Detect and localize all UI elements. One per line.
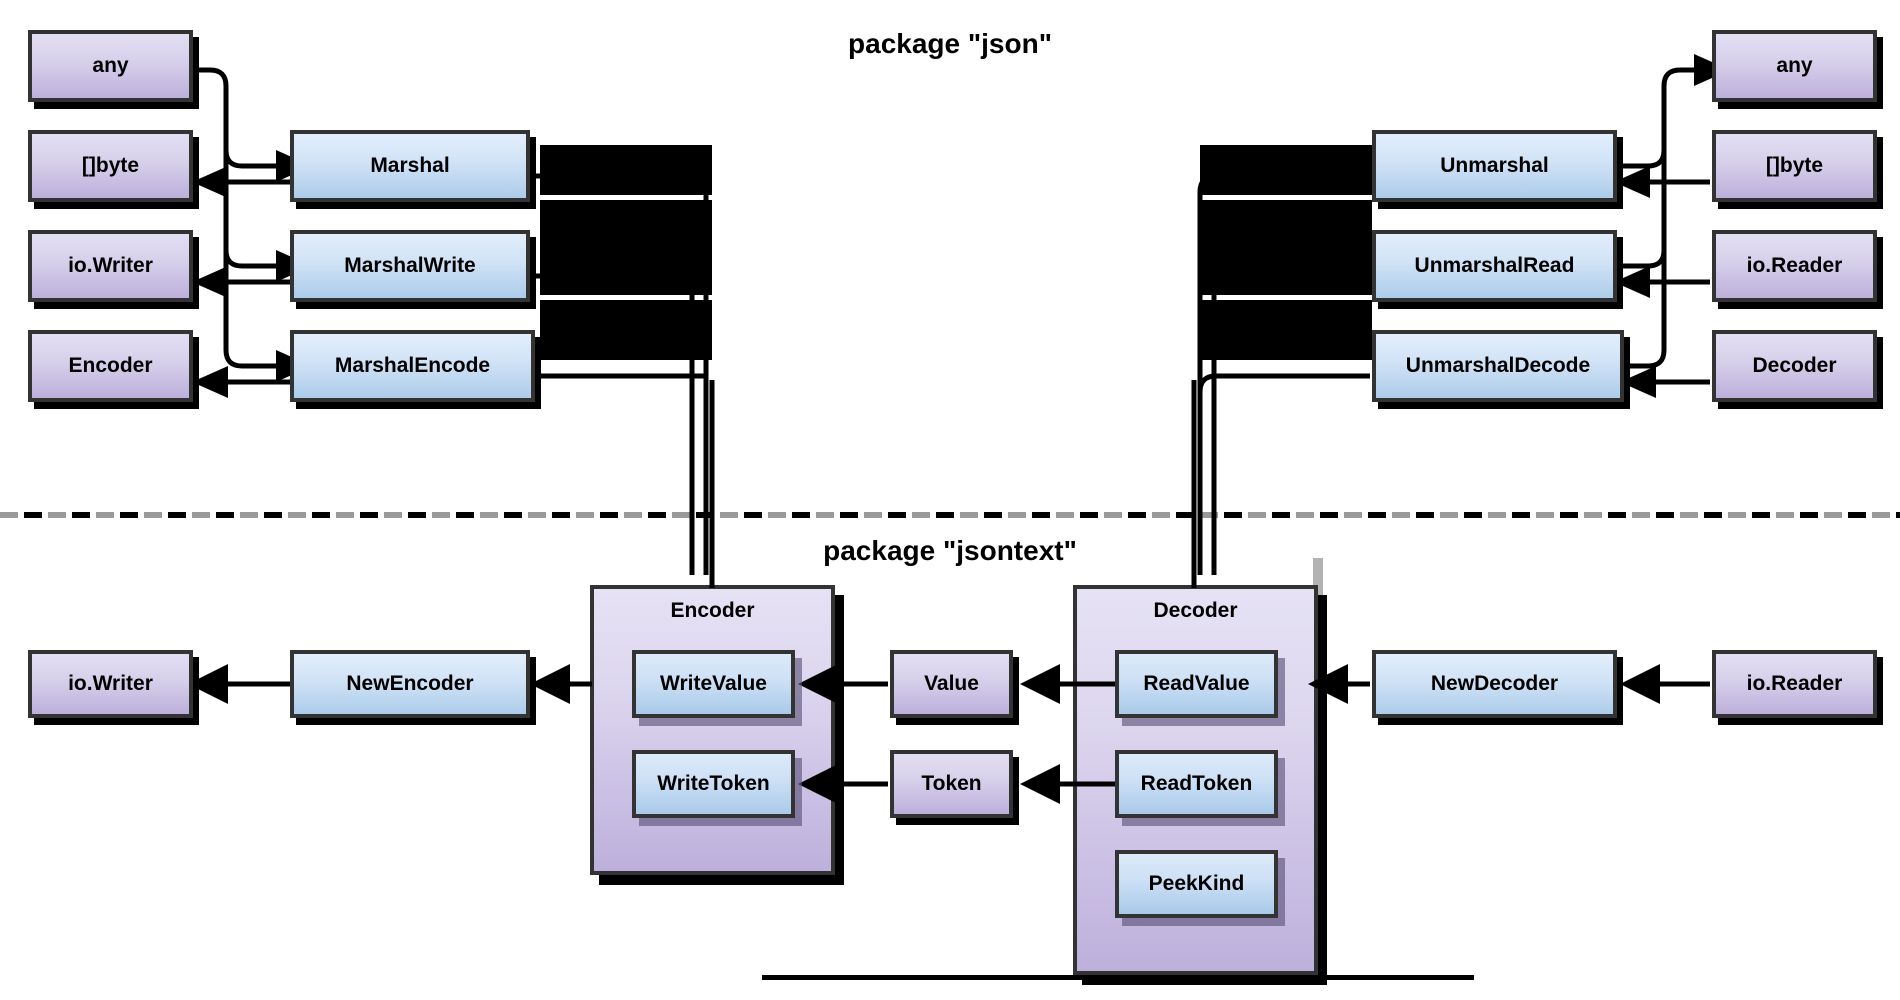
package-divider (0, 512, 1900, 518)
package-title-json: package "json" (848, 28, 1052, 59)
node-writetoken[interactable]: WriteToken (632, 750, 795, 818)
package-title-jsontext: package "jsontext" (823, 535, 1077, 566)
node-iowriter-bottom-left[interactable]: io.Writer (28, 650, 193, 718)
node-decoder-type-right[interactable]: Decoder (1712, 330, 1877, 402)
node-label: []byte (81, 154, 140, 177)
node-marshal[interactable]: Marshal (290, 130, 530, 202)
group-encoder[interactable]: Encoder (590, 585, 835, 875)
node-unmarshaldecode[interactable]: UnmarshalDecode (1372, 330, 1624, 402)
edge-any-to-marshalencode (223, 86, 276, 369)
node-label: WriteToken (657, 772, 770, 795)
node-iowriter-top-left[interactable]: io.Writer (28, 230, 193, 302)
node-any-right[interactable]: any (1712, 30, 1877, 102)
edge-unmarshal-to-any (1621, 67, 1694, 169)
node-label: PeekKind (1148, 872, 1245, 895)
arrowhead (1020, 764, 1060, 804)
node-label: any (1776, 54, 1813, 77)
node-label: io.Reader (1746, 672, 1843, 695)
node-bytes-left[interactable]: []byte (28, 130, 193, 202)
node-label: Unmarshal (1440, 154, 1549, 177)
node-label: ReadValue (1143, 672, 1250, 695)
node-label: NewDecoder (1430, 672, 1559, 695)
edge-any-to-marshalwrite (223, 86, 276, 269)
node-label: Value (924, 672, 979, 695)
render-artifact-block (1200, 300, 1372, 360)
node-label: io.Writer (68, 254, 153, 277)
render-artifact-block (1200, 200, 1372, 295)
node-marshalwrite[interactable]: MarshalWrite (290, 230, 530, 302)
arrowhead (1614, 266, 1650, 298)
node-any-left[interactable]: any (28, 30, 193, 102)
render-artifact-block (540, 300, 712, 360)
node-label: MarshalWrite (344, 254, 476, 277)
node-label: ReadToken (1140, 772, 1253, 795)
node-readvalue[interactable]: ReadValue (1115, 650, 1278, 718)
arrowhead (192, 366, 228, 398)
node-label: any (92, 54, 129, 77)
arrowhead (188, 664, 228, 704)
decoder-group-tick (1313, 558, 1323, 596)
node-readtoken[interactable]: ReadToken (1115, 750, 1278, 818)
render-artifact-block (540, 145, 712, 195)
node-label: MarshalEncode (334, 354, 491, 377)
node-label: []byte (1765, 154, 1824, 177)
arrowhead (192, 266, 228, 298)
node-ioreader-top-right[interactable]: io.Reader (1712, 230, 1877, 302)
node-unmarshalread[interactable]: UnmarshalRead (1372, 230, 1617, 302)
node-unmarshal[interactable]: Unmarshal (1372, 130, 1617, 202)
edge-any-to-marshal (196, 67, 276, 169)
node-label: Token (921, 772, 982, 795)
node-label: Decoder (1752, 354, 1837, 377)
render-artifact-block (1200, 145, 1372, 195)
rail-unmarshaldecode-left (1197, 373, 1370, 575)
render-artifact-block (540, 200, 712, 295)
node-label: UnmarshalDecode (1405, 354, 1591, 377)
node-token[interactable]: Token (890, 750, 1013, 818)
node-label: io.Writer (68, 672, 153, 695)
node-newdecoder[interactable]: NewDecoder (1372, 650, 1617, 718)
node-value[interactable]: Value (890, 650, 1013, 718)
node-writevalue[interactable]: WriteValue (632, 650, 795, 718)
node-peekkind[interactable]: PeekKind (1115, 850, 1278, 918)
arrowhead (1620, 664, 1660, 704)
node-bytes-right[interactable]: []byte (1712, 130, 1877, 202)
group-decoder-title: Decoder (1153, 599, 1238, 622)
edge-unmarshalread-to-any (1621, 86, 1667, 269)
arrowhead (192, 166, 228, 198)
node-label: Marshal (370, 154, 450, 177)
node-ioreader-bottom-right[interactable]: io.Reader (1712, 650, 1877, 718)
node-encoder-type-left[interactable]: Encoder (28, 330, 193, 402)
arrowhead (1020, 664, 1060, 704)
bottom-baseline-rule (762, 975, 1474, 980)
node-marshalencode[interactable]: MarshalEncode (290, 330, 535, 402)
group-encoder-title: Encoder (670, 599, 755, 622)
node-newencoder[interactable]: NewEncoder (290, 650, 530, 718)
arrowhead (1620, 366, 1656, 398)
node-label: WriteValue (660, 672, 767, 695)
node-label: io.Reader (1746, 254, 1843, 277)
edge-unmarshaldecode-to-any (1628, 86, 1667, 369)
node-label: Encoder (68, 354, 153, 377)
arrowhead (1614, 166, 1650, 198)
node-label: NewEncoder (346, 672, 474, 695)
arrowhead (530, 664, 570, 704)
node-label: UnmarshalRead (1414, 254, 1575, 277)
